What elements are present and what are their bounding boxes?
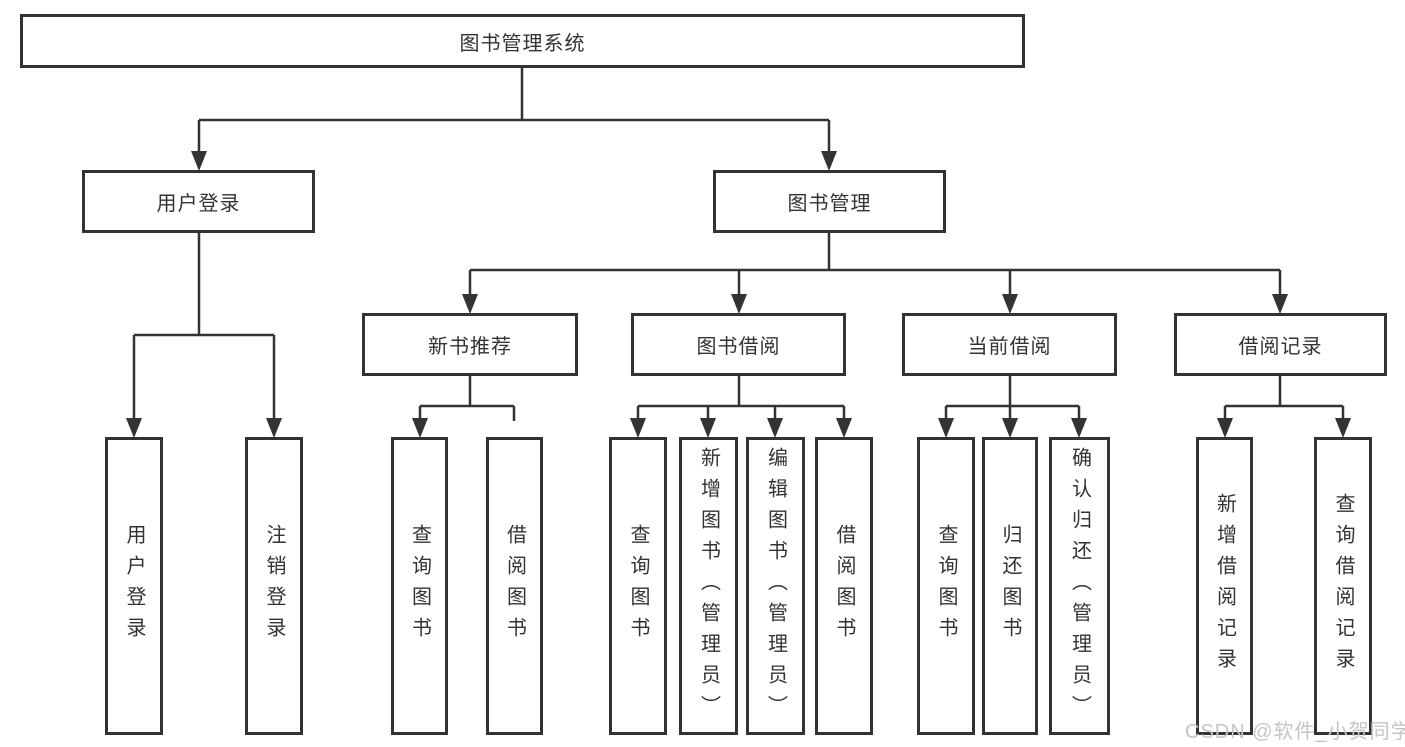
- leaf-logout: 注销登录: [245, 437, 303, 735]
- leaf-borrow-books-borrowing: 借阅图书: [815, 437, 873, 735]
- leaf-query-books-borrowing: 查询图书: [609, 437, 667, 735]
- leaf-label: 新增图书（管理员）: [697, 446, 720, 726]
- arrow-down-icon: [731, 294, 747, 314]
- arrow-down-icon: [1002, 294, 1018, 314]
- leaf-add-book-admin: 新增图书（管理员）: [679, 437, 738, 735]
- leaf-edit-book-admin: 编辑图书（管理员）: [746, 437, 805, 735]
- node-current-borrowing: 当前借阅: [902, 313, 1117, 376]
- node-book-borrowing: 图书借阅: [631, 313, 846, 376]
- arrow-down-icon: [412, 418, 428, 438]
- arrow-down-icon: [821, 151, 837, 171]
- arrow-down-icon: [1335, 418, 1351, 438]
- connector-lines: [132, 68, 1345, 421]
- leaf-label: 注销登录: [263, 524, 285, 648]
- node-user-login: 用户登录: [82, 170, 315, 233]
- arrow-down-icon: [126, 418, 142, 438]
- leaf-borrow-books-recommend: 借阅图书: [486, 437, 543, 735]
- leaf-query-books-current: 查询图书: [917, 437, 975, 735]
- leaf-label: 编辑图书（管理员）: [764, 446, 787, 726]
- arrow-down-icon: [1002, 418, 1018, 438]
- arrow-down-icon: [700, 418, 716, 438]
- leaf-return-book: 归还图书: [982, 437, 1038, 735]
- arrow-down-icon: [462, 294, 478, 314]
- leaf-label: 查询图书: [627, 524, 649, 648]
- node-borrowing-records: 借阅记录: [1174, 313, 1387, 376]
- leaf-label: 借阅图书: [833, 524, 855, 648]
- leaf-label: 新增借阅记录: [1213, 493, 1236, 679]
- node-library-management-system: 图书管理系统: [20, 14, 1025, 68]
- arrow-down-icon: [767, 418, 783, 438]
- leaf-label: 查询借阅记录: [1332, 493, 1354, 679]
- arrow-down-icon: [836, 418, 852, 438]
- leaf-query-borrow-record: 查询借阅记录: [1314, 437, 1372, 735]
- arrow-down-icon: [1217, 418, 1233, 438]
- leaf-label: 查询图书: [408, 524, 431, 648]
- leaf-query-books-recommend: 查询图书: [391, 437, 448, 735]
- arrow-down-icon: [1272, 294, 1288, 314]
- leaf-label: 归还图书: [999, 524, 1021, 648]
- csdn-watermark: CSDN @软件_小贺同学: [1185, 721, 1405, 743]
- arrow-down-icon: [266, 418, 282, 438]
- leaf-label: 借阅图书: [503, 524, 526, 648]
- arrow-down-icon: [938, 418, 954, 438]
- node-book-management: 图书管理: [713, 170, 946, 233]
- leaf-confirm-return-admin: 确认归还（管理员）: [1049, 437, 1110, 735]
- arrow-down-icon: [1071, 418, 1087, 438]
- leaf-label: 用户登录: [123, 524, 145, 648]
- arrowheads: [126, 151, 1351, 438]
- arrow-down-icon: [630, 418, 646, 438]
- leaf-label: 确认归还（管理员）: [1068, 446, 1091, 726]
- arrow-down-icon: [191, 151, 207, 171]
- leaf-label: 查询图书: [935, 524, 957, 648]
- leaf-user-login: 用户登录: [105, 437, 163, 735]
- leaf-add-borrow-record: 新增借阅记录: [1196, 437, 1253, 735]
- node-new-book-recommendation: 新书推荐: [362, 313, 578, 376]
